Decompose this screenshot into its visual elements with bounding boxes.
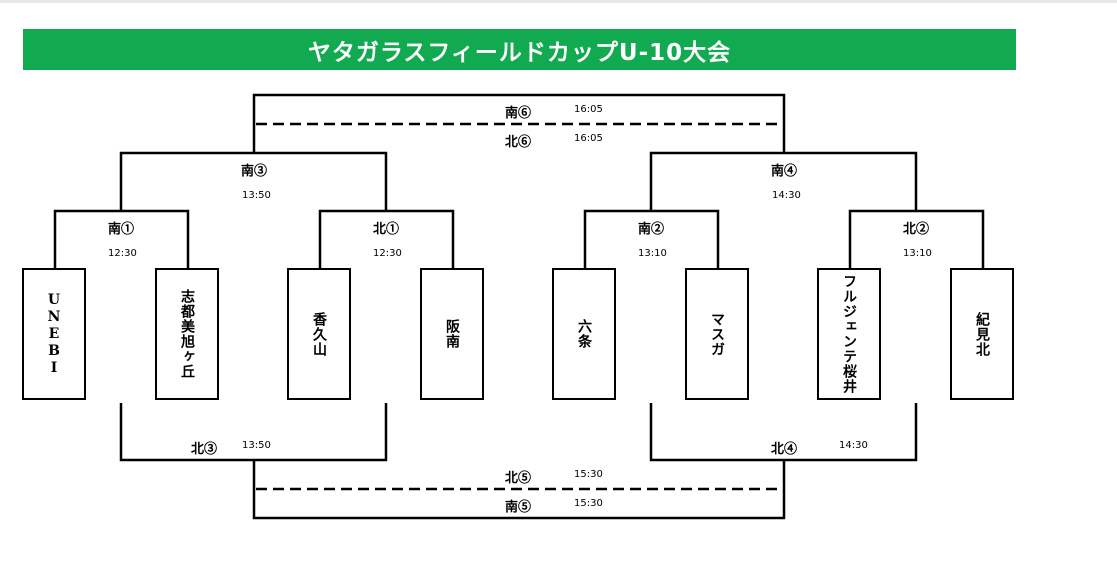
match-time-n5: 15:30: [574, 469, 603, 480]
bracket-line-s6: [252, 93, 786, 153]
match-label-n5: 北⑤: [505, 471, 532, 486]
team-name: 阪南: [444, 319, 460, 349]
match-label-n3: 北③: [191, 442, 218, 457]
team-name: 紀見北: [974, 311, 990, 357]
match-time-n1: 12:30: [373, 248, 402, 259]
team-name: フルジェンテ桜井: [841, 274, 857, 394]
team-box-1: UNEBI: [22, 268, 86, 400]
match-time-s2: 13:10: [638, 248, 667, 259]
team-box-7: フルジェンテ桜井: [817, 268, 881, 400]
team-box-4: 阪南: [420, 268, 484, 400]
match-time-s3: 13:50: [242, 190, 271, 201]
team-name: マスガ: [709, 311, 725, 357]
match-label-n4: 北④: [771, 442, 798, 457]
team-box-8: 紀見北: [950, 268, 1014, 400]
match-time-n2: 13:10: [903, 248, 932, 259]
match-time-s4: 14:30: [772, 190, 801, 201]
team-name: UNEBI: [46, 291, 62, 377]
bracket-line-s5: [252, 460, 786, 520]
match-label-s5: 南⑤: [505, 500, 532, 515]
team-box-6: マスガ: [685, 268, 749, 400]
match-label-n1: 北①: [373, 222, 400, 237]
match-time-n6: 16:05: [574, 133, 603, 144]
team-name: 六条: [576, 319, 592, 349]
match-time-n3: 13:50: [242, 440, 271, 451]
match-time-s5: 15:30: [574, 498, 603, 509]
tournament-title: ヤタガラスフィールドカップU-10大会: [307, 39, 732, 66]
match-time-n4: 14:30: [839, 440, 868, 451]
match-time-s6: 16:05: [574, 104, 603, 115]
match-label-s4: 南④: [771, 164, 798, 179]
match-label-n6: 北⑥: [505, 135, 532, 150]
match-label-s1: 南①: [108, 222, 135, 237]
match-label-s2: 南②: [638, 222, 665, 237]
team-name: 香久山: [311, 311, 327, 357]
team-box-2: 志都美旭ヶ丘: [155, 268, 219, 400]
team-box-5: 六条: [552, 268, 616, 400]
team-name: 志都美旭ヶ丘: [179, 289, 195, 379]
top-border: [0, 0, 1117, 3]
bracket-line-n3: [119, 403, 388, 462]
team-box-3: 香久山: [287, 268, 351, 400]
match-label-s3: 南③: [241, 164, 268, 179]
match-label-s6: 南⑥: [505, 106, 532, 121]
match-label-n2: 北②: [903, 222, 930, 237]
tournament-title-banner: ヤタガラスフィールドカップU-10大会: [23, 29, 1016, 70]
match-time-s1: 12:30: [108, 248, 137, 259]
